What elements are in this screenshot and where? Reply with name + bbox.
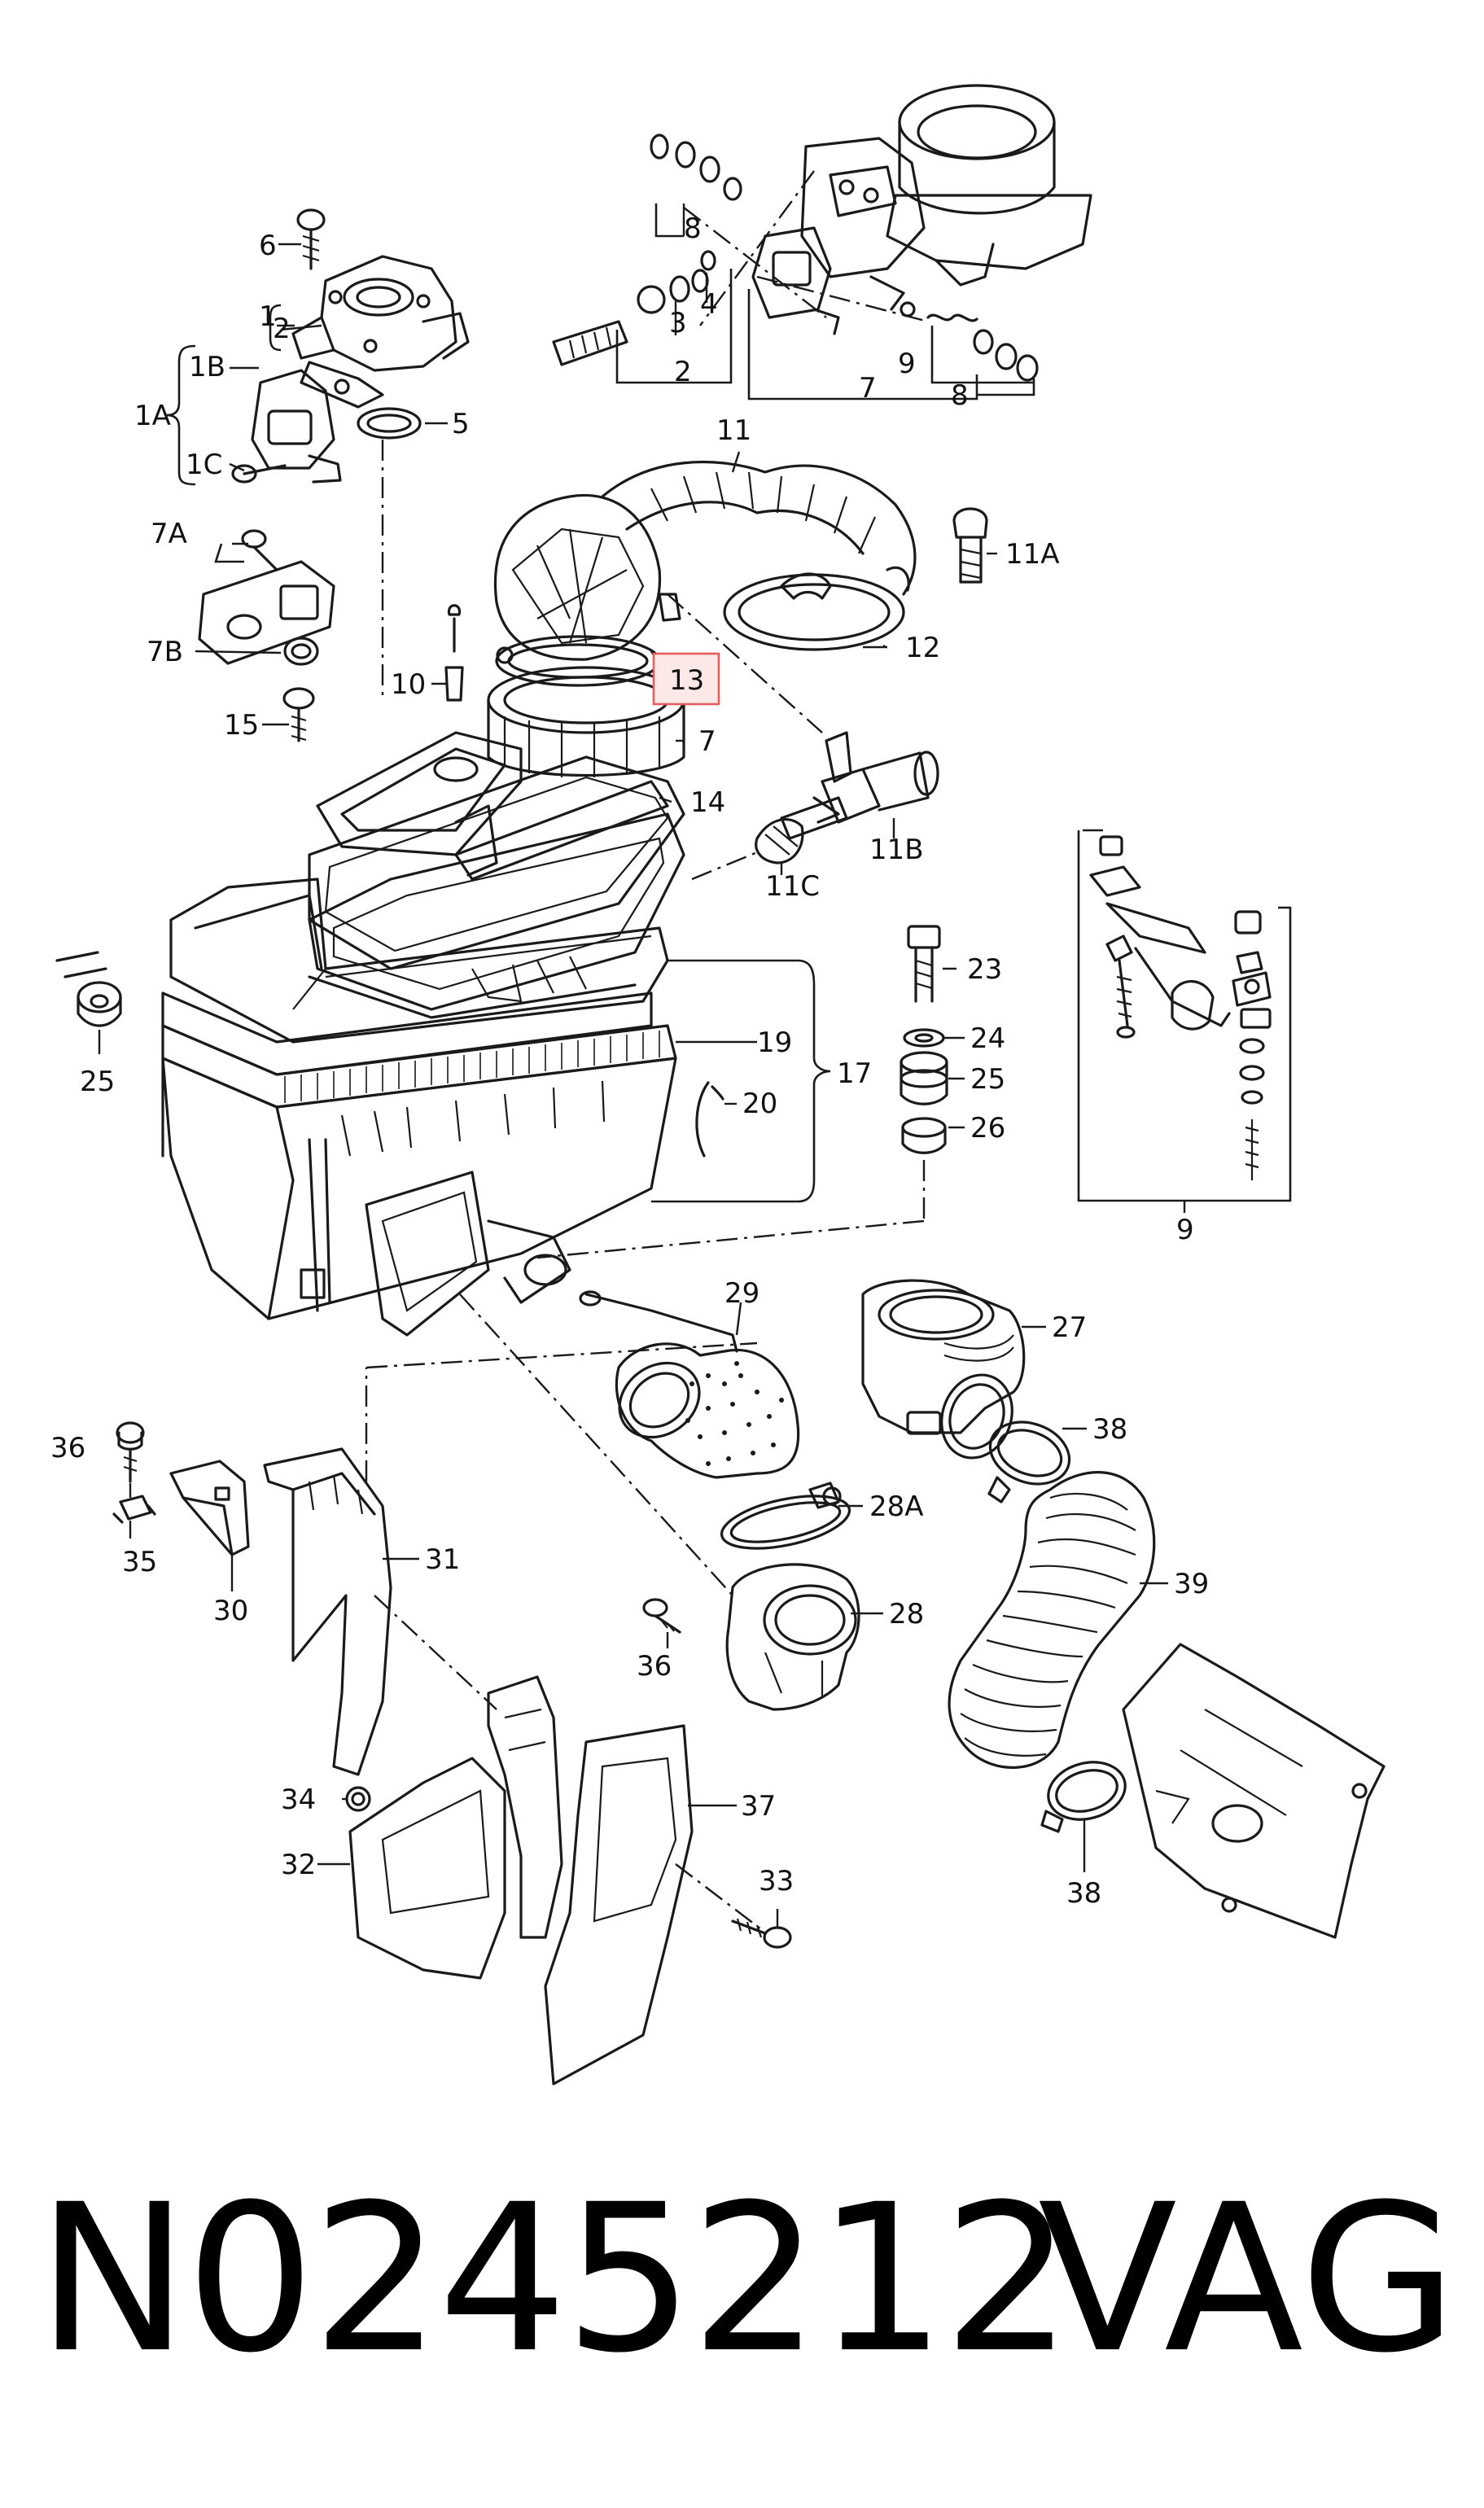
callout-1c: 1C	[186, 449, 222, 481]
bracket-31	[263, 1342, 758, 1776]
callout-31: 31	[425, 1543, 460, 1576]
hose-clamp-38-top	[987, 1420, 1071, 1503]
callout-6: 6	[259, 230, 277, 262]
throttle-housing-28	[459, 1293, 860, 1711]
bracket-30	[169, 1460, 250, 1556]
callout-7-top: 7	[859, 372, 877, 405]
callout-11: 11	[716, 414, 751, 447]
callout-28a: 28A	[869, 1490, 924, 1523]
callout-8-top: 8	[684, 212, 702, 245]
callout-37: 37	[741, 1790, 776, 1823]
callout-13: 13	[669, 664, 704, 697]
filter-housing-lid	[282, 687, 685, 1011]
callout-34: 34	[281, 1784, 316, 1816]
callout-26: 26	[970, 1112, 1005, 1145]
callout-4: 4	[700, 288, 718, 321]
air-filter-housing	[161, 878, 831, 1337]
heat-shield-right	[1122, 1643, 1386, 1939]
intake-elbow-29	[579, 1290, 800, 1479]
callout-20: 20	[742, 1088, 777, 1120]
callout-30: 30	[213, 1595, 248, 1627]
callout-14: 14	[690, 786, 725, 819]
callout-labels: 6 1 2 1B 1A 1C 5 8 4 3 2 7 9 8 11 11A 7A…	[50, 212, 1209, 1910]
callout-24: 24	[970, 1022, 1005, 1055]
exploded-parts-diagram: 6 1 2 1B 1A 1C 5 8 4 3 2 7 9 8 11 11A 7A…	[50, 84, 1386, 2086]
callout-27: 27	[1052, 1311, 1087, 1344]
callout-25-left: 25	[80, 1066, 115, 1098]
vacuum-valve-11b	[691, 731, 939, 881]
callout-10: 10	[391, 668, 426, 701]
callout-39: 39	[1174, 1568, 1209, 1600]
callout-35: 35	[122, 1546, 157, 1578]
callout-19: 19	[757, 1026, 792, 1059]
callout-28: 28	[889, 1598, 924, 1630]
callout-36-left: 36	[50, 1432, 85, 1464]
callout-2: 2	[674, 356, 692, 388]
callout-2-small: 2	[273, 313, 291, 345]
callout-36: 36	[637, 1650, 672, 1683]
highlight-box-13	[652, 652, 720, 706]
callout-1a: 1A	[134, 400, 171, 432]
callout-25: 25	[970, 1063, 1005, 1096]
throttle-housing-small	[231, 208, 470, 700]
screw-36-and-nut-35	[112, 1421, 156, 1524]
callout-12: 12	[905, 632, 940, 664]
callout-3: 3	[669, 307, 687, 339]
hose-clamp-28a	[720, 1482, 851, 1550]
callout-11a: 11A	[1005, 538, 1060, 571]
bellows-hose-39	[948, 1471, 1156, 1769]
callout-9-top: 9	[898, 348, 916, 380]
callout-9-right: 9	[1176, 1214, 1194, 1246]
callout-7-mid: 7	[698, 725, 716, 758]
throttle-body-main	[552, 84, 1092, 382]
callout-7b: 7B	[147, 636, 183, 668]
callout-38-top: 38	[1092, 1413, 1127, 1446]
air-flow-meter-27	[861, 1279, 1026, 1460]
callout-1b: 1B	[189, 351, 225, 383]
bracket-37-and-32	[345, 1675, 792, 2086]
hose-clamp-38-bottom	[1040, 1761, 1127, 1833]
mount-stack	[55, 925, 948, 1259]
callout-38-bottom: 38	[1066, 1877, 1101, 1910]
intake-hose-assembly	[444, 460, 988, 777]
callout-17: 17	[837, 1057, 872, 1090]
callout-32: 32	[281, 1849, 316, 1881]
brand-name: VAG	[1038, 2160, 1458, 2397]
part-number: N0245212	[37, 2160, 1072, 2397]
bracket-kit-9	[1077, 829, 1292, 1213]
callout-7a: 7A	[151, 518, 187, 550]
callout-1: 1	[259, 300, 277, 333]
callout-33: 33	[759, 1865, 794, 1897]
callout-23: 23	[967, 953, 1002, 986]
sensor-7a	[198, 529, 335, 666]
callout-15: 15	[224, 709, 259, 742]
callout-5: 5	[452, 408, 470, 440]
callout-11c: 11C	[765, 870, 820, 903]
callout-11b: 11B	[869, 834, 924, 866]
callout-29: 29	[724, 1277, 760, 1310]
callout-8-right: 8	[951, 379, 969, 412]
leader-lines	[98, 204, 1168, 1928]
